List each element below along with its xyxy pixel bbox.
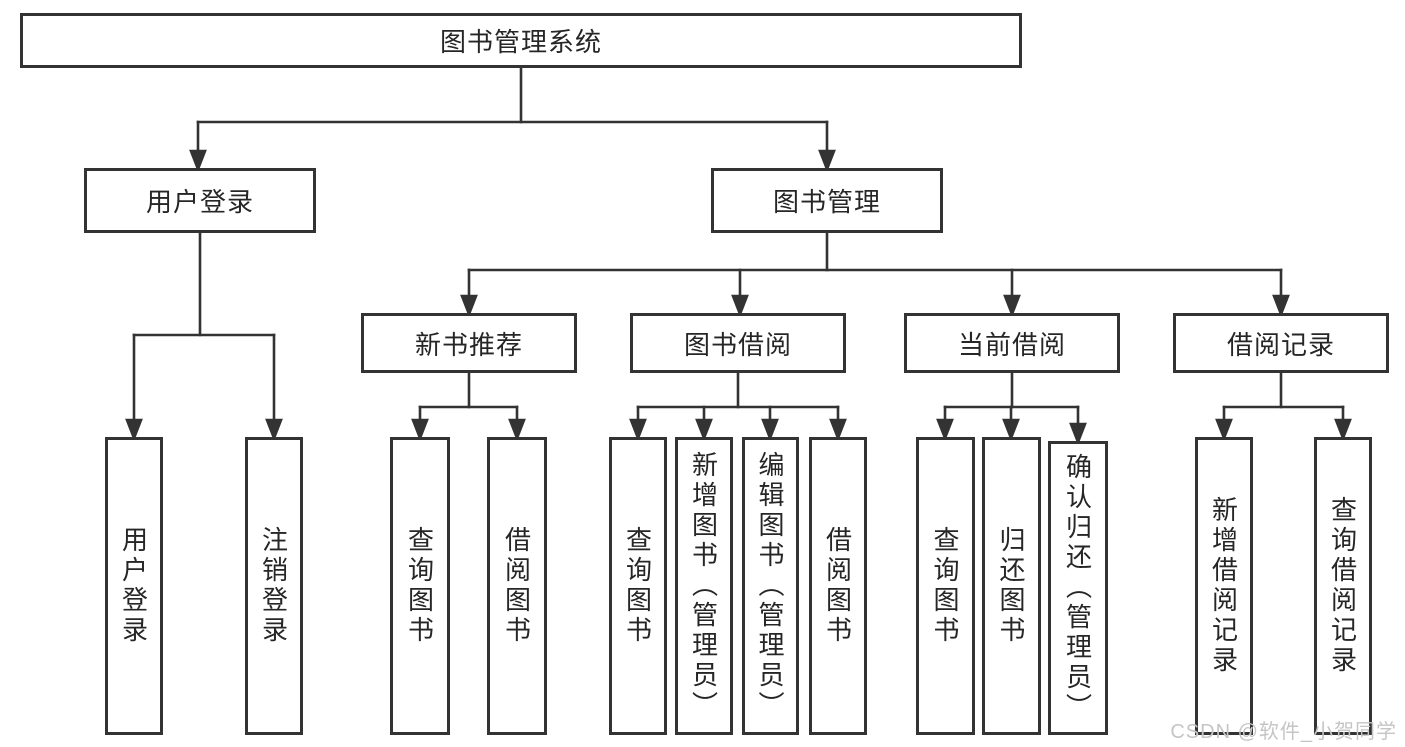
node-borrow-records-label: 借阅记录 (1226, 329, 1335, 360)
connector-current-borrow-children (936, 371, 1087, 446)
leaf-label: 归还图书 (996, 526, 1026, 646)
csdn-watermark: CSDN @软件_小贺同学 (1170, 721, 1397, 743)
connector-root-to-level2 (189, 66, 836, 173)
arrowhead (411, 418, 429, 442)
leaf-label: 确认归还（管理员） (1062, 453, 1093, 723)
leaf-label: 新增图书（管理员） (688, 451, 719, 721)
node-leaf-user-login: 用户登录 (105, 437, 163, 735)
node-leaf-nbr-query-books: 查询图书 (390, 437, 450, 735)
arrowhead (508, 418, 526, 442)
node-leaf-logout: 注销登录 (245, 437, 303, 735)
node-leaf-cb-query-books: 查询图书 (916, 437, 975, 735)
leaf-label: 用户登录 (118, 526, 149, 646)
node-borrow-records: 借阅记录 (1173, 313, 1389, 373)
leaf-label: 新增借阅记录 (1208, 496, 1239, 676)
leaf-label: 编辑图书（管理员） (755, 451, 785, 721)
node-leaf-bb-add-books-admin: 新增图书（管理员） (675, 437, 733, 735)
node-new-book-rec-label: 新书推荐 (414, 329, 523, 360)
arrowhead (1272, 294, 1290, 318)
node-leaf-br-query-record: 查询借阅记录 (1314, 437, 1372, 735)
arrowhead (1003, 294, 1021, 318)
connector-book-borrow-children (629, 371, 847, 442)
arrowhead (731, 294, 749, 318)
leaf-label: 查询图书 (404, 526, 435, 646)
node-current-borrow-label: 当前借阅 (957, 329, 1066, 360)
leaf-label: 借阅图书 (822, 526, 853, 646)
arrowhead (818, 149, 836, 173)
node-book-borrow-label: 图书借阅 (683, 329, 792, 360)
leaf-label: 查询借阅记录 (1327, 496, 1358, 676)
node-root-label: 图书管理系统 (439, 27, 602, 57)
node-leaf-bb-borrow-books: 借阅图书 (809, 437, 867, 735)
leaf-label: 注销登录 (258, 526, 289, 646)
arrowhead (695, 418, 713, 442)
node-leaf-nbr-borrow-books: 借阅图书 (487, 437, 547, 735)
arrowhead (1069, 422, 1087, 446)
leaf-label: 借阅图书 (501, 526, 532, 646)
arrowhead (936, 418, 954, 442)
node-current-borrow: 当前借阅 (904, 313, 1120, 373)
node-leaf-cb-return-books: 归还图书 (982, 437, 1041, 735)
arrowhead (829, 418, 847, 442)
arrowhead (265, 418, 283, 442)
node-new-book-rec: 新书推荐 (361, 313, 577, 373)
node-user-login: 用户登录 (84, 168, 316, 233)
node-leaf-bb-query-books: 查询图书 (609, 437, 667, 735)
leaf-label: 查询图书 (622, 526, 653, 646)
arrowhead (460, 294, 478, 318)
arrowhead (125, 418, 143, 442)
connector-book-mgmt-to-level3 (460, 231, 1290, 318)
node-leaf-br-add-record: 新增借阅记录 (1195, 437, 1253, 735)
node-root: 图书管理系统 (20, 13, 1022, 68)
connector-borrow-records-children (1215, 371, 1352, 442)
node-leaf-cb-confirm-return-admin: 确认归还（管理员） (1048, 441, 1108, 735)
arrowhead (1215, 418, 1233, 442)
arrowhead (761, 418, 779, 442)
connector-new-book-rec-children (411, 371, 526, 442)
connector-user-login-children (125, 231, 283, 442)
node-user-login-label: 用户登录 (145, 187, 254, 217)
arrowhead (189, 149, 207, 173)
arrowhead (629, 418, 647, 442)
arrowhead (1334, 418, 1352, 442)
arrowhead (1002, 418, 1020, 442)
node-book-mgmt: 图书管理 (711, 168, 943, 233)
leaf-label: 查询图书 (930, 526, 960, 646)
node-leaf-bb-edit-books-admin: 编辑图书（管理员） (742, 437, 799, 735)
node-book-mgmt-label: 图书管理 (772, 187, 881, 217)
node-book-borrow: 图书借阅 (630, 313, 846, 373)
